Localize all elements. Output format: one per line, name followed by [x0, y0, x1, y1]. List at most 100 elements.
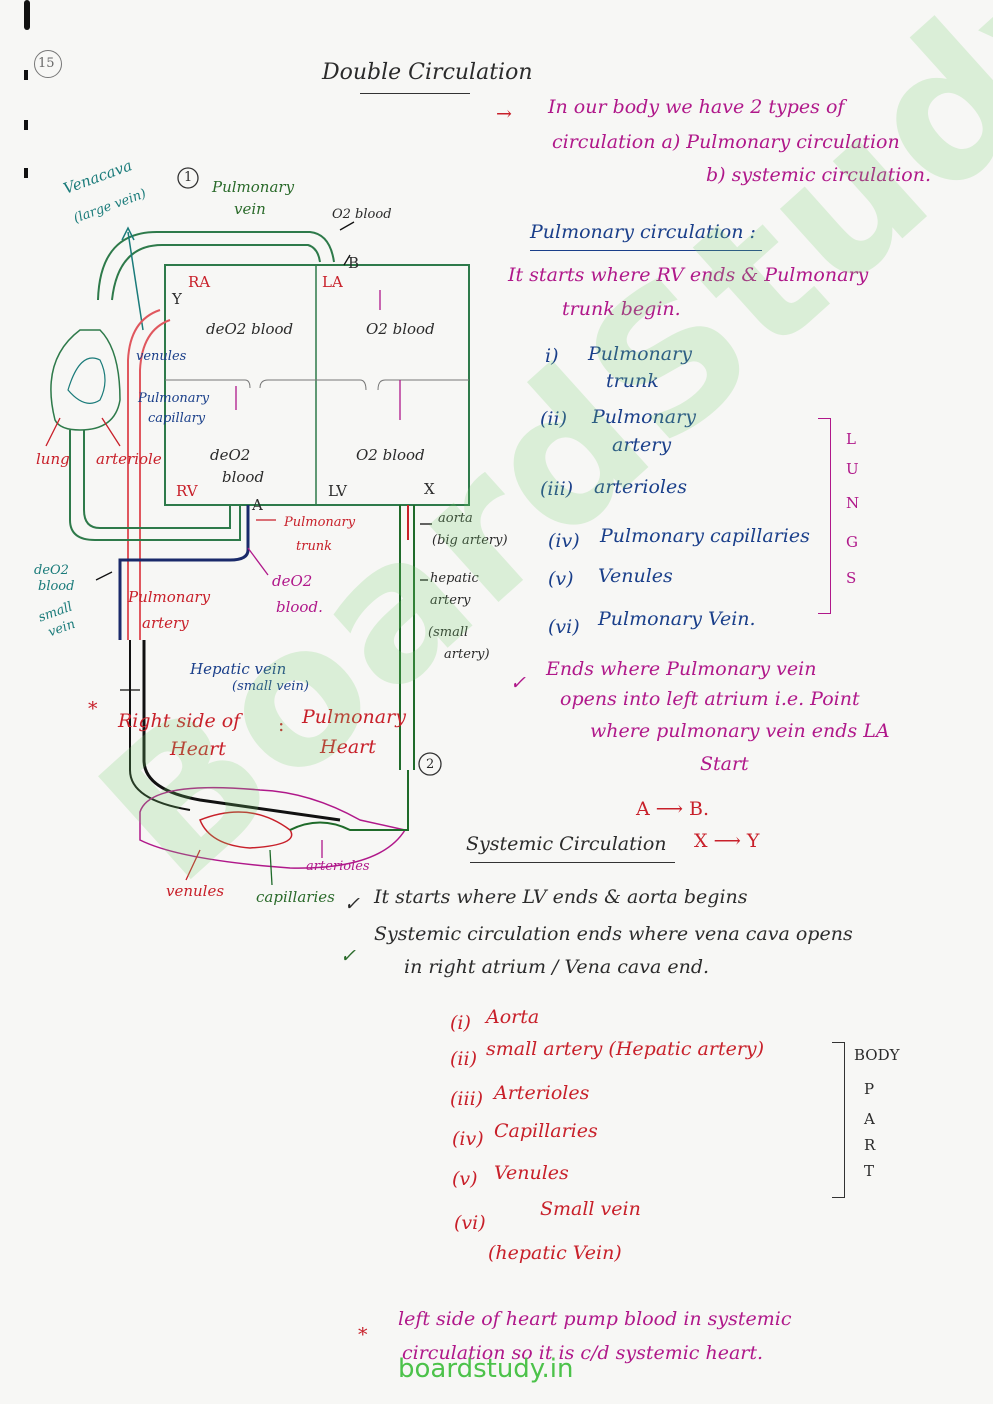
body-part-letter-t: T: [864, 1162, 875, 1180]
lungs-letter-n: N: [846, 494, 860, 512]
sys-item-5: Venules: [494, 1162, 569, 1184]
label-deo2-rv-1: deO2: [210, 446, 251, 464]
label-ra: RA: [188, 273, 211, 291]
pulmonary-end-1: Ends where Pulmonary vein: [546, 658, 817, 680]
pulmonary-underline: [530, 250, 762, 251]
pulmonary-end-4: Start: [700, 753, 749, 775]
label-hepatic-artery-4: artery): [444, 647, 490, 662]
label-deo2-mid-1: deO2: [272, 572, 313, 590]
label-b: B: [348, 254, 360, 272]
body-part-letter-a: A: [864, 1110, 875, 1128]
label-pulm-artery-1: Pulmonary: [128, 588, 211, 606]
sys-item-6-no: (vi): [454, 1212, 486, 1234]
systemic-underline: [470, 862, 675, 863]
pulm-item-3-l1: arterioles: [594, 476, 687, 498]
intro-line-1: In our body we have 2 types of: [548, 96, 845, 118]
label-hepatic-vein-2: (small vein): [232, 679, 309, 694]
margin-mark: [24, 0, 30, 30]
label-right-side-2: Heart: [170, 738, 226, 760]
pulm-item-2-l1: Pulmonary: [592, 406, 696, 428]
lungs-letter-g: G: [846, 533, 858, 551]
sys-item-2-no: (ii): [450, 1048, 477, 1070]
label-hepatic-artery-2: artery: [430, 593, 471, 608]
title-underline: [360, 93, 470, 94]
final-note-2: circulation so it is c/d systemic heart.: [402, 1342, 764, 1364]
sys-item-4: Capillaries: [494, 1120, 598, 1142]
pulmonary-end-2: opens into left atrium i.e. Point: [560, 688, 860, 710]
sys-item-3: Arterioles: [494, 1082, 590, 1104]
margin-dot: [24, 70, 28, 80]
intro-line-2: circulation a) Pulmonary circulation: [552, 131, 900, 153]
label-colon: :: [278, 714, 285, 736]
pulm-item-1-l2: trunk: [606, 370, 659, 392]
sys-item-4-no: (iv): [452, 1128, 484, 1150]
label-aorta-2: (big artery): [432, 533, 508, 548]
label-y: Y: [172, 290, 182, 308]
label-capillaries: capillaries: [256, 888, 335, 906]
pulm-item-1-no: i): [545, 345, 559, 367]
final-note-1: left side of heart pump blood in systemi…: [398, 1308, 792, 1330]
pulm-item-5-l1: Venules: [598, 565, 673, 587]
sys-item-1: Aorta: [486, 1006, 540, 1028]
a-to-b: A ⟶ B.: [636, 798, 710, 820]
systemic-end-2: in right atrium / Vena cava end.: [404, 956, 710, 978]
label-deo2-ra: deO2 blood: [206, 320, 294, 338]
label-pulm-trunk-1: Pulmonary: [284, 515, 356, 530]
label-o2-blood-top: O2 blood: [332, 207, 392, 222]
star-icon: *: [88, 698, 98, 720]
label-right-side-1: Right side of: [118, 710, 241, 732]
label-x: X: [424, 480, 435, 498]
label-pulm-trunk-2: trunk: [296, 539, 333, 554]
pulm-item-4-no: (iv): [548, 530, 580, 552]
lungs-letter-u: U: [846, 460, 859, 478]
label-pulm-artery-2: artery: [142, 614, 189, 632]
label-rv: RV: [176, 482, 198, 500]
label-aorta-1: aorta: [438, 511, 473, 526]
label-pulm-heart-2: Heart: [320, 736, 376, 758]
check-icon: ✓: [510, 672, 526, 694]
label-pulm-cap-1: Pulmonary: [138, 391, 210, 406]
pulmonary-start-1: It starts where RV ends & Pulmonary: [508, 264, 869, 286]
footer-url[interactable]: boardstudy.in: [398, 1354, 574, 1384]
intro-line-3: b) systemic circulation.: [706, 164, 932, 186]
x-to-y: X ⟶ Y: [694, 830, 760, 852]
body-part-letter-r: R: [864, 1136, 876, 1154]
check-icon: ✓: [344, 893, 360, 915]
label-hepatic-vein-1: Hepatic vein: [190, 660, 287, 678]
sys-item-5-no: (v): [452, 1168, 478, 1190]
check-icon: ✓: [340, 945, 356, 967]
intro-arrow: →: [496, 103, 512, 125]
pulmonary-heading: Pulmonary circulation :: [530, 221, 756, 243]
label-two: 2: [426, 757, 435, 772]
label-pulmonary-vein-1: Pulmonary: [212, 178, 295, 196]
label-deo2-small-2: blood: [38, 579, 75, 594]
label-pulmonary-vein-2: vein: [234, 200, 266, 218]
label-hepatic-artery-3: (small: [428, 625, 469, 640]
label-venules-body: venules: [166, 882, 225, 900]
label-o2-la: O2 blood: [366, 320, 435, 338]
label-pulm-cap-2: capillary: [148, 411, 206, 426]
label-la: LA: [322, 273, 343, 291]
page-number-circle: [34, 50, 62, 78]
pulm-item-6-l1: Pulmonary Vein.: [598, 608, 756, 630]
label-hepatic-artery-1: hepatic: [430, 571, 479, 586]
systemic-heading: Systemic Circulation: [466, 833, 667, 855]
label-arteriole: arteriole: [96, 450, 162, 468]
body-part-label: BODY: [854, 1046, 900, 1064]
pulm-item-3-no: (iii): [540, 478, 574, 500]
label-a: A: [252, 496, 263, 514]
page-title: Double Circulation: [322, 60, 533, 85]
sys-item-6: Small vein: [540, 1198, 641, 1220]
margin-dot: [24, 120, 28, 130]
label-pulm-heart-1: Pulmonary: [302, 706, 406, 728]
label-lv: LV: [328, 482, 348, 500]
margin-dot: [24, 168, 28, 178]
hepatic-vein-note: (hepatic Vein): [488, 1242, 622, 1264]
label-arterioles: arterioles: [306, 859, 370, 874]
pulmonary-end-3: where pulmonary vein ends LA: [590, 720, 890, 742]
pulm-item-2-l2: artery: [612, 434, 672, 456]
label-lung: lung: [36, 450, 70, 468]
label-deo2-mid-2: blood.: [276, 598, 323, 616]
